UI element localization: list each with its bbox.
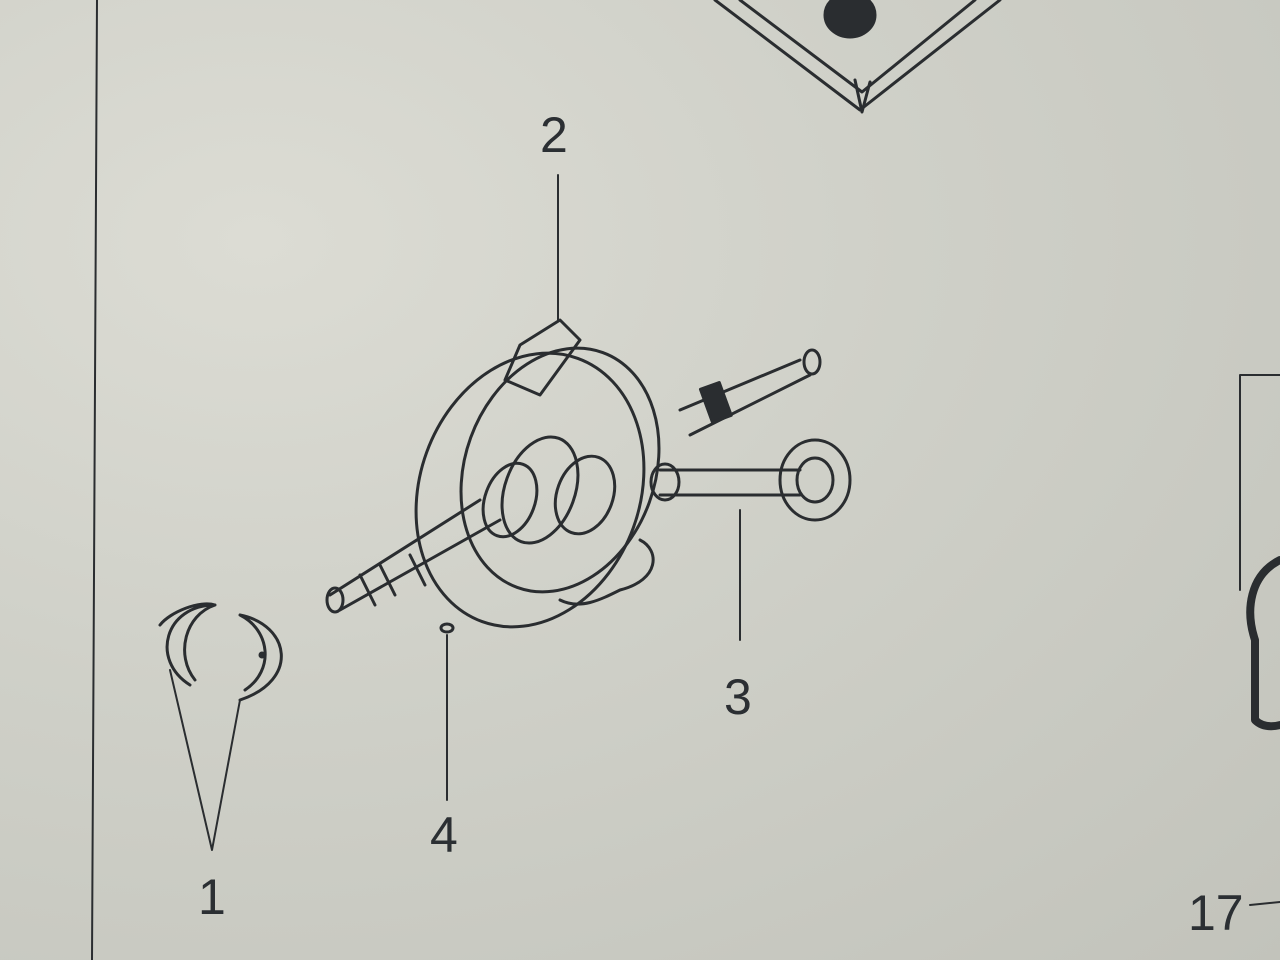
page-number-dash <box>1249 901 1280 906</box>
bearing-halves <box>158 602 283 702</box>
callout-1: 1 <box>198 869 226 925</box>
page-frame-left <box>91 0 98 960</box>
page-number: 17 <box>1188 885 1244 941</box>
callout-4: 4 <box>430 807 458 863</box>
neighbor-box-right <box>1239 374 1280 591</box>
neighbor-part-diamond <box>713 0 1002 114</box>
pin-4 <box>439 622 455 634</box>
leader-1 <box>169 669 241 851</box>
crankshaft <box>325 318 852 629</box>
neighbor-part-right <box>1246 556 1280 731</box>
callout-2: 2 <box>540 107 568 163</box>
callout-3: 3 <box>724 669 752 725</box>
